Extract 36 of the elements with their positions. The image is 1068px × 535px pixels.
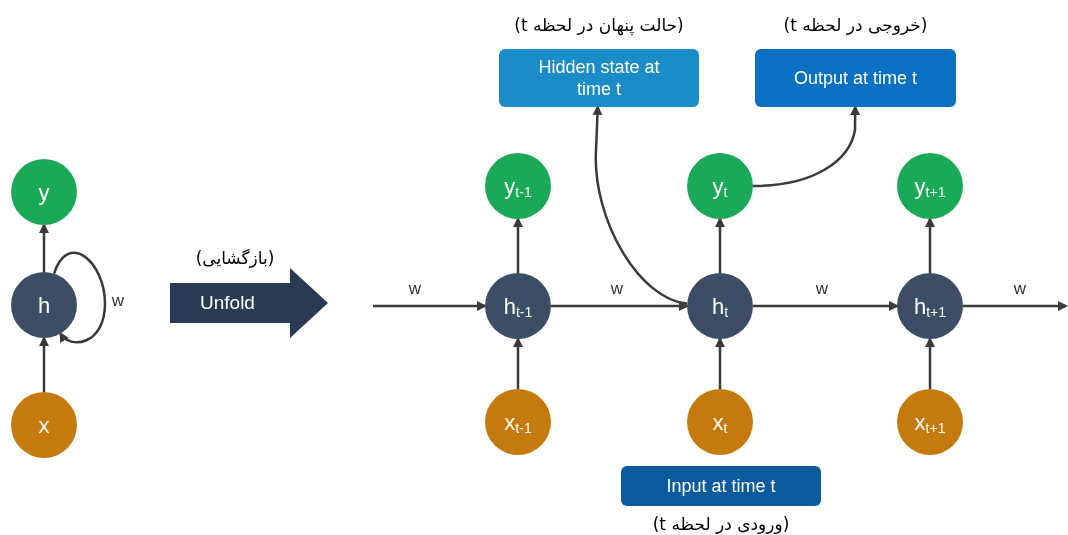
- arrow: [513, 217, 523, 273]
- node-label: (ورودی در لحظه t): [652, 513, 790, 535]
- arrow: [52, 251, 107, 344]
- input-box: Input at time t: [621, 466, 821, 506]
- arrow: [963, 301, 1068, 311]
- node-label: x$_{t+1}$: [914, 408, 946, 438]
- node-label: h$_{t+1}$: [913, 292, 947, 322]
- arrow: [513, 337, 523, 389]
- node-label: (بازگشایی): [195, 247, 275, 270]
- arrow: [753, 301, 899, 311]
- unfold-arrow: [170, 268, 328, 338]
- arrow: [715, 217, 725, 273]
- node-label: y$_{t}$: [712, 172, 728, 202]
- arrow: [39, 336, 49, 392]
- node-label: x$_{t}$: [712, 408, 728, 438]
- node-label: y$_{t-1}$: [504, 172, 532, 202]
- node-label: x$_{t-1}$: [504, 408, 532, 438]
- node-label: y$_{t+1}$: [914, 172, 946, 202]
- arrow: [925, 217, 935, 273]
- arrow: [551, 301, 689, 311]
- arrow: [925, 337, 935, 389]
- arrow: [715, 337, 725, 389]
- node-label: h$_{t}$: [711, 292, 729, 322]
- node-label: y: [38, 178, 50, 207]
- arrow: [592, 105, 688, 305]
- arrow: [39, 223, 49, 272]
- output-box: Output at time t: [755, 49, 956, 107]
- arrow: [752, 105, 861, 188]
- hidden-state-box: Hidden state at time t: [499, 49, 699, 107]
- node-label: x: [38, 411, 50, 440]
- node-label: h: [37, 291, 51, 320]
- arrow: [373, 301, 487, 311]
- node-label: (خروجی در لحظه t): [783, 14, 928, 37]
- node-label: (حالت پنهان در لحظه t): [514, 14, 684, 38]
- node-label: h$_{t-1}$: [503, 292, 533, 322]
- node-label: Unfold: [200, 290, 255, 315]
